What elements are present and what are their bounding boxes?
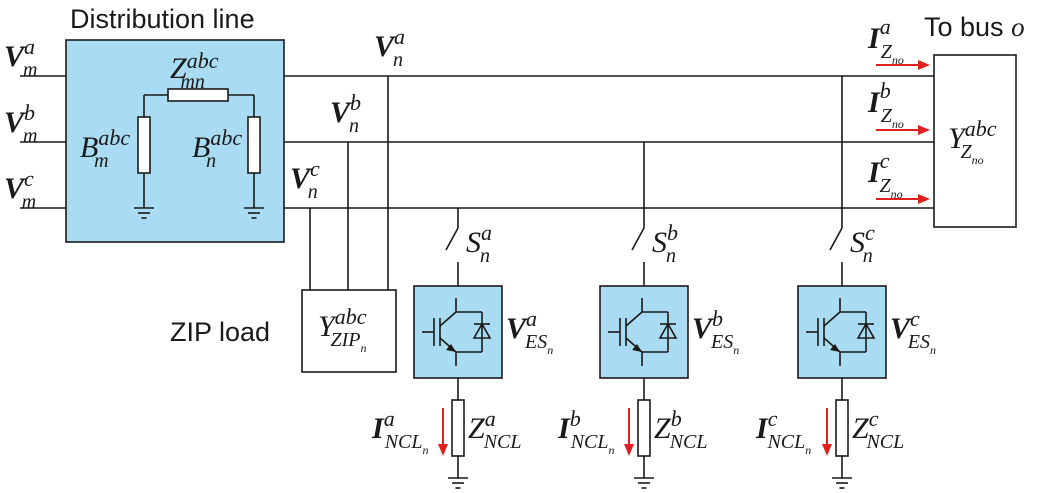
switch-b: [631, 227, 645, 251]
y-zno-box: [933, 54, 1017, 228]
zip-load-box: [301, 289, 397, 373]
es-branch-a: [413, 208, 503, 489]
ground-icon: [831, 477, 853, 489]
ground-icon: [633, 477, 655, 489]
ground-icon: [447, 477, 469, 489]
es-branch-c: [797, 76, 887, 489]
es-branch-b: [599, 142, 689, 489]
bn-shunt: [247, 116, 261, 174]
zip-load-label: ZIP load: [170, 317, 270, 347]
distribution-line-title: Distribution line: [70, 4, 255, 34]
bm-shunt: [137, 116, 151, 174]
zncl-b-resistor: [637, 399, 651, 457]
zncl-a-resistor: [451, 399, 465, 457]
switch-c: [829, 227, 843, 251]
to-bus-label: To bus o: [924, 12, 1025, 42]
switch-a: [445, 227, 459, 251]
zncl-c-resistor: [835, 399, 849, 457]
